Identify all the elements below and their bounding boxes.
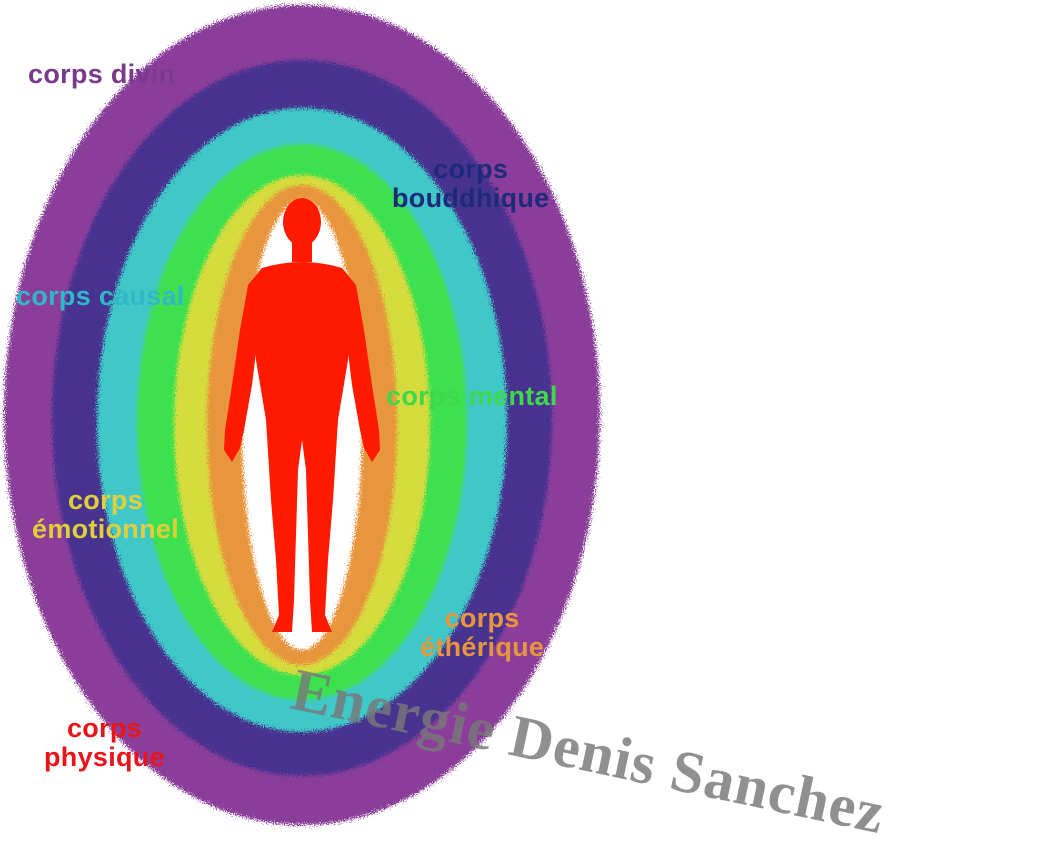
label-corps-causal: corps causal <box>16 282 185 311</box>
label-corps-emotionnel: corps émotionnel <box>32 486 179 544</box>
label-corps-mental: corps mental <box>386 382 558 411</box>
label-corps-etherique: corps éthérique <box>420 604 544 662</box>
label-corps-bouddhique: corps bouddhique <box>392 155 549 213</box>
label-corps-divin: corps divin <box>28 60 175 89</box>
label-corps-physique: corps physique <box>44 714 165 772</box>
